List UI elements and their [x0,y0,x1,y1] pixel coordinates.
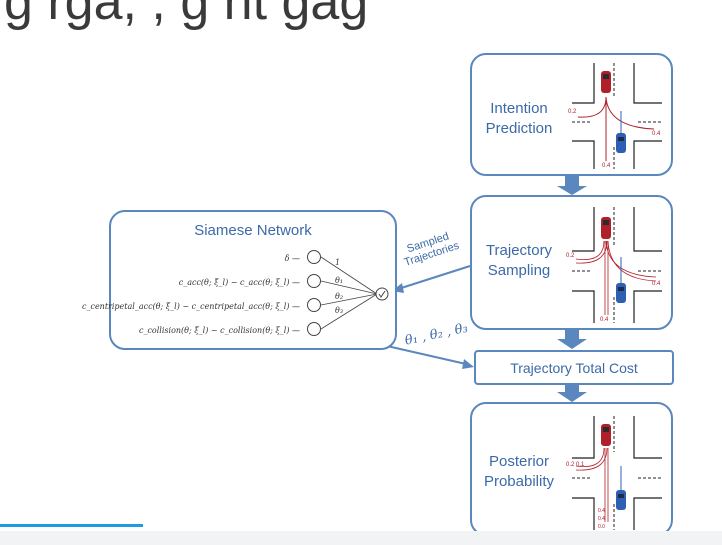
siamese-network-box: Siamese Network δ — c_acc(θ; ξ̃_l) − c_a… [82,210,397,350]
intersection-scene-sampling: 0.2 0.4 0.4 [566,207,662,323]
prob-straight: 0.4 [602,163,611,169]
siamese-connections [320,256,389,330]
siamese-input-delta: δ — [284,254,300,263]
prob-left: 0.2 0.1 [566,462,585,468]
trajectory-total-cost-box: Trajectory Total Cost [474,350,674,385]
prob-right: 0.4 [652,281,661,287]
down-arrow-2 [557,330,587,349]
weight-label-1: 1 [335,258,341,267]
output-node [375,287,389,301]
weight-label-theta3: θ₃ [335,306,344,315]
down-arrow-1 [557,176,587,195]
theta-arrow [386,345,474,369]
weight-label-theta1: θ₁ [335,276,344,285]
siamese-node-3 [307,298,321,312]
siamese-input-acc: c_acc(θ; ξ̃_l) − c_acc(θ; ξ_l) — [178,278,300,287]
siamese-node-1 [307,250,321,264]
prob-straight-1: 0.4 [598,508,605,514]
page-heading-fragment: g rga, , g nt gag [4,0,369,31]
prob-straight-2: 0.4 [598,516,605,522]
prob-left: 0.2 [568,109,577,115]
siamese-node-4 [307,322,321,336]
sampled-trajectories-arrow [392,265,471,293]
down-arrow-3 [557,385,587,402]
prob-straight: 0.4 [600,317,609,323]
siamese-input-centripetal: c_centripetal_acc(θ; ξ̃_l) − c_centripet… [81,302,300,311]
prob-left: 0.2 [566,253,575,259]
intersection-scene-posterior: 0.2 0.1 0.4 0.4 0.0 [566,416,662,530]
prob-right: 0.4 [652,131,661,137]
siamese-input-collision: c_collision(θ; ξ̃_l) − c_collision(θ; ξ_… [138,326,300,335]
intersection-scene-intention: 0.2 0.4 0.4 [568,63,662,169]
weight-label-theta2: θ₂ [335,292,344,301]
siamese-network-title: Siamese Network [194,222,312,239]
prob-straight-3: 0.0 [598,524,605,530]
footer-accent-line [0,524,143,527]
siamese-node-2 [307,274,321,288]
footer-bar [0,531,722,545]
